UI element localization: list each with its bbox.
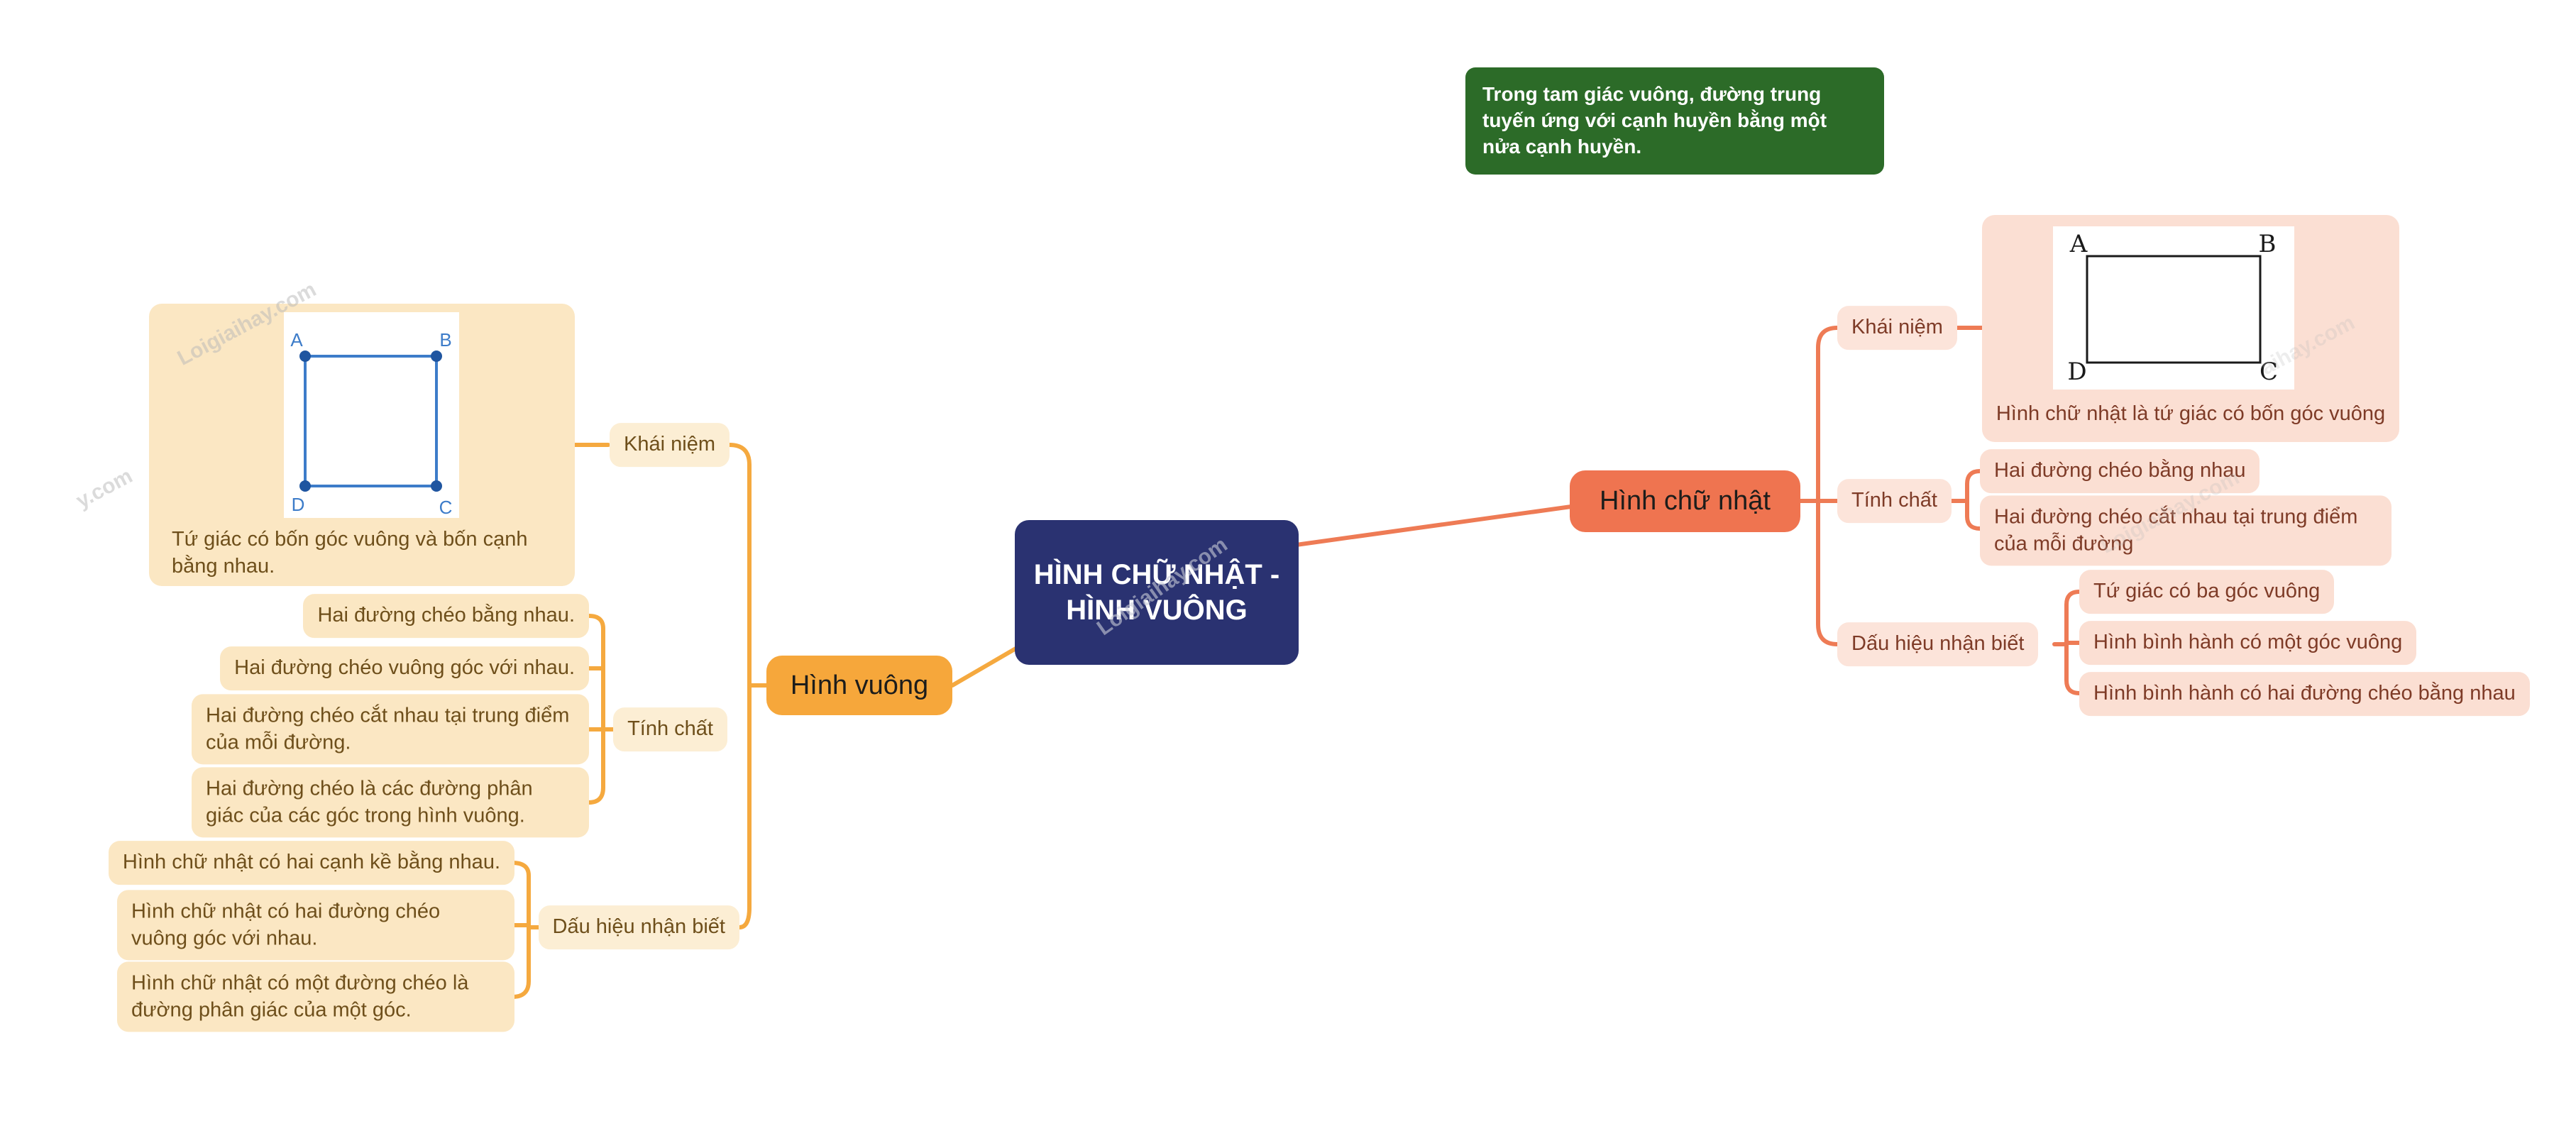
vertex-label-d: D xyxy=(2067,358,2086,386)
left-sign-3[interactable]: Hình chữ nhật có một đường chéo là đường… xyxy=(117,961,514,1032)
right-sign-1[interactable]: Tứ giác có ba góc vuông xyxy=(2079,570,2335,614)
left-properties-label[interactable]: Tính chất xyxy=(613,707,727,751)
right-spine xyxy=(1816,326,1839,646)
vertex-label-c: C xyxy=(2259,358,2278,386)
vertex-dot-b xyxy=(431,351,442,362)
vertex-label-a: A xyxy=(2069,230,2088,258)
vertex-dot-c xyxy=(431,480,442,492)
left-property-2[interactable]: Hai đường chéo vuông góc với nhau. xyxy=(220,646,589,690)
right-sign-3[interactable]: Hình bình hành có hai đường chéo bằng nh… xyxy=(2079,672,2530,716)
right-sign-2[interactable]: Hình bình hành có một góc vuông xyxy=(2079,621,2417,665)
left-properties-bracket xyxy=(587,614,605,805)
left-concept-card[interactable]: A B D C Tứ giác có bốn góc vuông và bốn … xyxy=(149,304,575,586)
right-signs-label[interactable]: Dấu hiệu nhận biết xyxy=(1837,622,2039,666)
left-property-4[interactable]: Hai đường chéo là các đường phân giác củ… xyxy=(192,767,589,838)
left-property-3[interactable]: Hai đường chéo cắt nhau tại trung điểm c… xyxy=(192,694,589,765)
right-property-1[interactable]: Hai đường chéo bằng nhau xyxy=(1980,449,2260,493)
right-branch-connectors xyxy=(1284,326,2081,695)
rectangle-shape xyxy=(2086,255,2262,364)
right-concept-card[interactable]: A B D C Hình chữ nhật là tứ giác có bốn … xyxy=(1982,215,2399,442)
vertex-dot-a xyxy=(299,351,311,362)
left-signs-bracket xyxy=(510,861,531,999)
left-sign-1[interactable]: Hình chữ nhật có hai cạnh kề bằng nhau. xyxy=(108,841,514,885)
central-topic[interactable]: HÌNH CHỮ NHẬT - HÌNH VUÔNG xyxy=(1015,520,1299,665)
vertex-label-a: A xyxy=(290,329,303,351)
central-topic-line1: HÌNH CHỮ NHẬT - xyxy=(1033,559,1280,590)
node-hinh-chu-nhat[interactable]: Hình chữ nhật xyxy=(1570,470,1800,532)
rectangle-figure: A B D C xyxy=(2053,226,2294,390)
left-concept-caption: Tứ giác có bốn góc vuông và bốn cạnh bằn… xyxy=(172,528,528,578)
left-concept-label[interactable]: Khái niệm xyxy=(610,423,730,467)
vertex-label-d: D xyxy=(292,494,305,515)
left-property-1[interactable]: Hai đường chéo bằng nhau. xyxy=(303,594,589,638)
right-properties-label[interactable]: Tính chất xyxy=(1837,479,1952,523)
left-signs-label[interactable]: Dấu hiệu nhận biết xyxy=(538,905,739,949)
right-concept-label[interactable]: Khái niệm xyxy=(1837,306,1957,350)
right-property-2[interactable]: Hai đường chéo cắt nhau tại trung điểm c… xyxy=(1980,495,2391,566)
right-concept-caption: Hình chữ nhật là tứ giác có bốn góc vuôn… xyxy=(1996,402,2386,425)
square-figure: A B D C xyxy=(284,312,459,518)
left-sign-2[interactable]: Hình chữ nhật có hai đường chéo vuông gó… xyxy=(117,890,514,961)
vertex-label-c: C xyxy=(439,497,453,518)
central-topic-line2: HÌNH VUÔNG xyxy=(1066,595,1248,626)
square-shape xyxy=(304,355,438,487)
right-properties-bracket xyxy=(1965,469,1982,531)
left-spine xyxy=(727,443,752,929)
vertex-label-b: B xyxy=(2259,230,2277,258)
vertex-label-b: B xyxy=(439,329,451,351)
note-card[interactable]: Trong tam giác vuông, đường trung tuyến … xyxy=(1465,67,1884,175)
node-hinh-vuong[interactable]: Hình vuông xyxy=(766,656,952,715)
vertex-dot-d xyxy=(299,480,311,492)
connector-center-to-right-node xyxy=(1284,504,1573,548)
